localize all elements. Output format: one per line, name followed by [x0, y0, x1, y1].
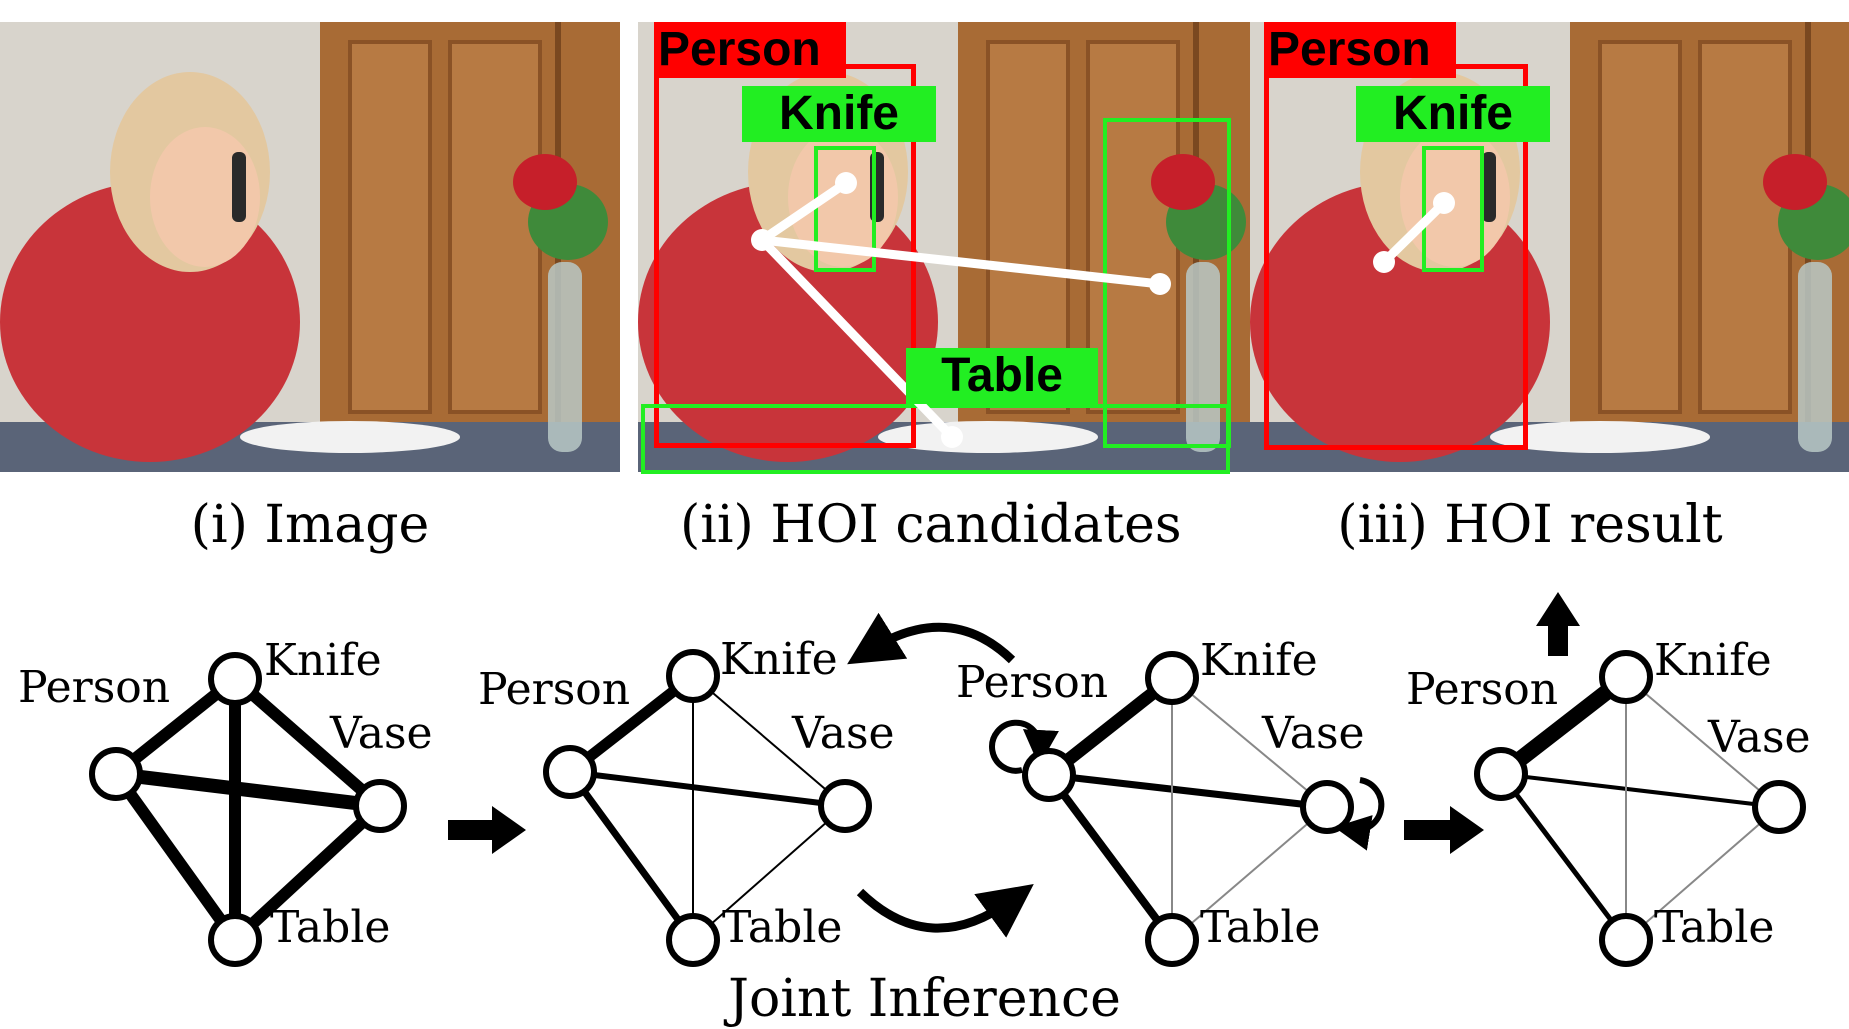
caption-hoi-result: (iii) HOI result [1337, 495, 1723, 555]
knife-point [835, 172, 857, 194]
edge-person-table [1045, 772, 1176, 943]
joint-inference-title: Joint Inference [728, 969, 1121, 1029]
photo-image [0, 22, 620, 472]
edge-knife-vase [231, 674, 384, 811]
table-label: Table [906, 348, 1098, 404]
self-loop-icon [989, 719, 1059, 774]
person-label: Person [654, 22, 846, 78]
person-vase-link [757, 235, 1165, 289]
node-vase [818, 779, 872, 833]
edge-knife-vase [1625, 676, 1780, 808]
table-point [941, 426, 963, 448]
label-person: Person [956, 657, 1108, 708]
label-table: Table [1654, 902, 1774, 953]
person-label: Person [1264, 22, 1456, 78]
person-table-link [757, 235, 957, 442]
person-point [1373, 251, 1395, 273]
edge-vase-table [692, 805, 846, 941]
label-table: Table [270, 902, 390, 953]
knife-bbox [1422, 146, 1484, 272]
label-vase: Vase [329, 708, 433, 759]
node-knife [1145, 651, 1199, 705]
vase-bbox [1103, 118, 1231, 448]
arrow-up-icon [1536, 592, 1580, 656]
knife-label: Knife [742, 86, 936, 142]
label-person: Person [478, 664, 630, 715]
label-knife: Knife [1200, 635, 1318, 686]
caption-hoi-candidates: (ii) HOI candidates [680, 495, 1182, 555]
label-table: Table [1200, 902, 1320, 953]
node-knife [1599, 650, 1653, 704]
node-vase [353, 779, 407, 833]
label-vase: Vase [1261, 708, 1365, 759]
edge-vase-table [1171, 806, 1328, 941]
label-person: Person [1406, 664, 1558, 715]
caption-image: (i) Image [190, 495, 430, 555]
edge-person-vase [569, 769, 846, 809]
curved-arrow-bottom-icon [856, 884, 1034, 938]
label-table: Table [722, 902, 842, 953]
node-table [1599, 913, 1653, 967]
arrow-right-icon [1404, 806, 1484, 854]
node-knife [666, 649, 720, 703]
scene-image [0, 22, 620, 472]
arrow-right-icon [448, 806, 526, 854]
knife-bbox [814, 146, 876, 272]
graph-result: Person Knife Vase Table [1406, 635, 1811, 967]
graph-step-2: Person Knife Vase Table [956, 635, 1385, 967]
node-person [89, 747, 143, 801]
node-vase [1752, 780, 1806, 834]
graph-step-1: Person Knife Vase Table [478, 634, 895, 967]
graph-initial: Person Knife Vase Table [18, 635, 433, 967]
edge-person-vase [1500, 772, 1780, 809]
node-person [543, 745, 597, 799]
label-vase: Vase [1707, 712, 1811, 763]
node-vase [1300, 780, 1354, 834]
node-table [1145, 913, 1199, 967]
edge-person-vase [1048, 771, 1328, 811]
node-table [208, 913, 262, 967]
edge-person-table [567, 769, 696, 943]
label-knife: Knife [720, 634, 838, 685]
self-loop-icon [1334, 777, 1385, 851]
label-person: Person [18, 662, 170, 713]
curved-arrow-top-icon [847, 612, 1016, 665]
vase-point [1149, 273, 1171, 295]
table-bbox [641, 404, 1230, 474]
edge-vase-table [1625, 806, 1780, 941]
edge-knife-vase [1171, 677, 1328, 808]
edge-person-table [1499, 772, 1628, 942]
edge-person-table [111, 770, 240, 944]
node-person [1022, 748, 1076, 802]
knife-label: Knife [1356, 86, 1550, 142]
person-knife-link [757, 178, 851, 245]
person-point [751, 229, 773, 251]
edge-vase-table [230, 801, 385, 945]
person-knife-link [1379, 198, 1449, 267]
label-knife: Knife [264, 635, 382, 686]
edge-person-vase [115, 767, 381, 813]
label-vase: Vase [791, 708, 895, 759]
node-knife [208, 652, 262, 706]
knife-point [1433, 192, 1455, 214]
node-table [666, 913, 720, 967]
node-person [1474, 747, 1528, 801]
edge-knife-vase [692, 675, 846, 807]
label-knife: Knife [1654, 635, 1772, 686]
